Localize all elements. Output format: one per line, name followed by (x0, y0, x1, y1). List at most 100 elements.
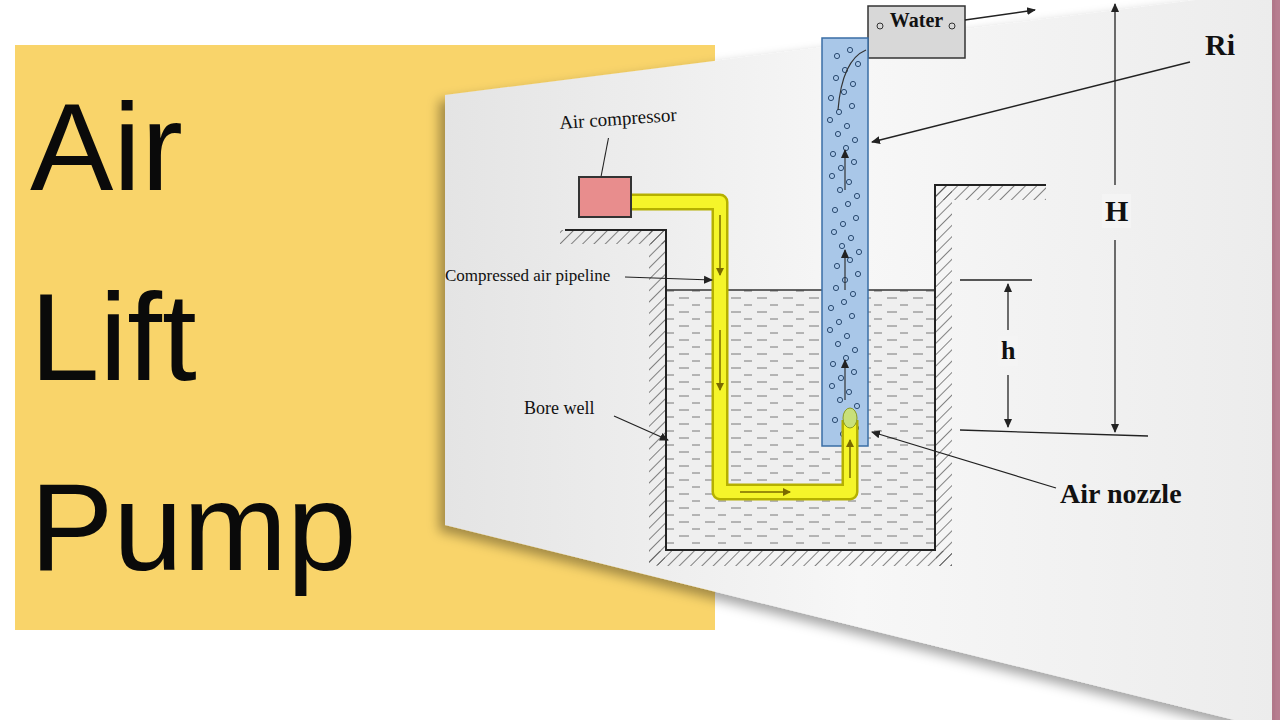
bottom-hatch (649, 551, 952, 566)
air-bubble (830, 361, 835, 366)
flow-arrow (844, 360, 845, 400)
compressor-box (578, 176, 632, 218)
air-bubble (843, 145, 848, 150)
air-bubble (841, 89, 846, 94)
bore-well (560, 185, 1046, 566)
air-bubble (837, 397, 842, 402)
pipe-outline (630, 202, 850, 492)
air-bubble (828, 95, 833, 100)
part-label: Bore well (524, 398, 594, 419)
leader-line (625, 277, 712, 280)
leader-line (872, 62, 1190, 142)
air-bubble (837, 187, 842, 192)
air-bubble (854, 403, 859, 408)
dimension-line (1007, 284, 1008, 330)
air-bubble (830, 151, 835, 156)
outlet-pipe (868, 6, 965, 58)
air-bubble (835, 131, 840, 136)
air-bubble (833, 285, 838, 290)
air-pipeline (630, 202, 857, 492)
air-bubble (836, 319, 841, 324)
leader-line (614, 416, 668, 440)
part-label: Ri (1205, 28, 1235, 62)
air-bubble (851, 159, 856, 164)
air-bubble (847, 47, 852, 52)
air-bubble (828, 305, 833, 310)
air-bubble (852, 137, 857, 142)
air-bubble (847, 257, 852, 262)
air-bubble (854, 193, 859, 198)
nozzle-tip (843, 408, 857, 428)
air-bubble (846, 179, 851, 184)
air-bubble (836, 109, 841, 114)
air-bubble (843, 355, 848, 360)
air-bubble (841, 299, 846, 304)
dimension-line (1007, 375, 1008, 427)
air-bubble (840, 221, 845, 226)
extension-line (960, 279, 1032, 280)
air-bubble (855, 271, 860, 276)
well-outline (565, 185, 1046, 550)
air-bubble (834, 263, 839, 268)
outlet-node: Water (869, 7, 964, 57)
wall-hatch (649, 230, 665, 565)
part-label: Air nozzle (1060, 478, 1182, 510)
air-bubble (849, 103, 854, 108)
flow-arrow (838, 50, 866, 110)
wall-hatch (936, 186, 952, 566)
rising-main (822, 6, 1035, 446)
air-bubble (844, 123, 849, 128)
water-level (667, 289, 935, 291)
outflow-arrow (965, 10, 1035, 20)
air-bubble (949, 23, 955, 29)
air-bubble (832, 417, 837, 422)
air-bubble (827, 117, 832, 122)
air-bubble (832, 207, 837, 212)
compressor-node: Air compressor (560, 112, 678, 218)
air-bubble (844, 333, 849, 338)
air-bubble (850, 291, 855, 296)
air-bubble (838, 165, 843, 170)
air-bubble (877, 23, 883, 29)
air-bubble (851, 369, 856, 374)
tilted-sheet (445, 0, 1275, 720)
air-arrow (849, 440, 851, 478)
air-arrow (740, 491, 790, 493)
dimension-line (1114, 240, 1115, 432)
air-bubble (845, 201, 850, 206)
water-dashes (667, 290, 935, 550)
air-bubble (856, 249, 861, 254)
edge-strip (1272, 0, 1280, 720)
air-bubble (827, 327, 832, 332)
air-bubble (849, 313, 854, 318)
extension-line (960, 430, 1148, 436)
dimension-label: H (1102, 194, 1131, 228)
air-bubble (855, 61, 860, 66)
air-bubble (848, 235, 853, 240)
rising-pipe (822, 38, 868, 446)
dimension-line (1114, 4, 1115, 185)
flow-arrow (844, 150, 845, 190)
air-bubble (833, 75, 838, 80)
air-bubble (839, 243, 844, 248)
dimensions-and-leaders (614, 4, 1190, 488)
flow-arrow (844, 250, 845, 290)
air-bubbles (827, 23, 955, 437)
air-arrow (719, 215, 721, 275)
air-bubble (829, 383, 834, 388)
part-label: Compressed air pipeline (445, 266, 610, 286)
air-bubble (846, 389, 851, 394)
pipe-fill (630, 202, 850, 492)
air-bubble (834, 53, 839, 58)
air-bubble (852, 347, 857, 352)
air-bubble (829, 173, 834, 178)
title: Air Lift Pump (30, 52, 360, 622)
air-bubble (853, 215, 858, 220)
dimension-label: h (998, 336, 1018, 366)
air-bubble (831, 229, 836, 234)
node-label: Water (887, 9, 946, 32)
air-arrow (719, 330, 721, 390)
leader-line (872, 432, 1056, 488)
air-bubble (850, 81, 855, 86)
